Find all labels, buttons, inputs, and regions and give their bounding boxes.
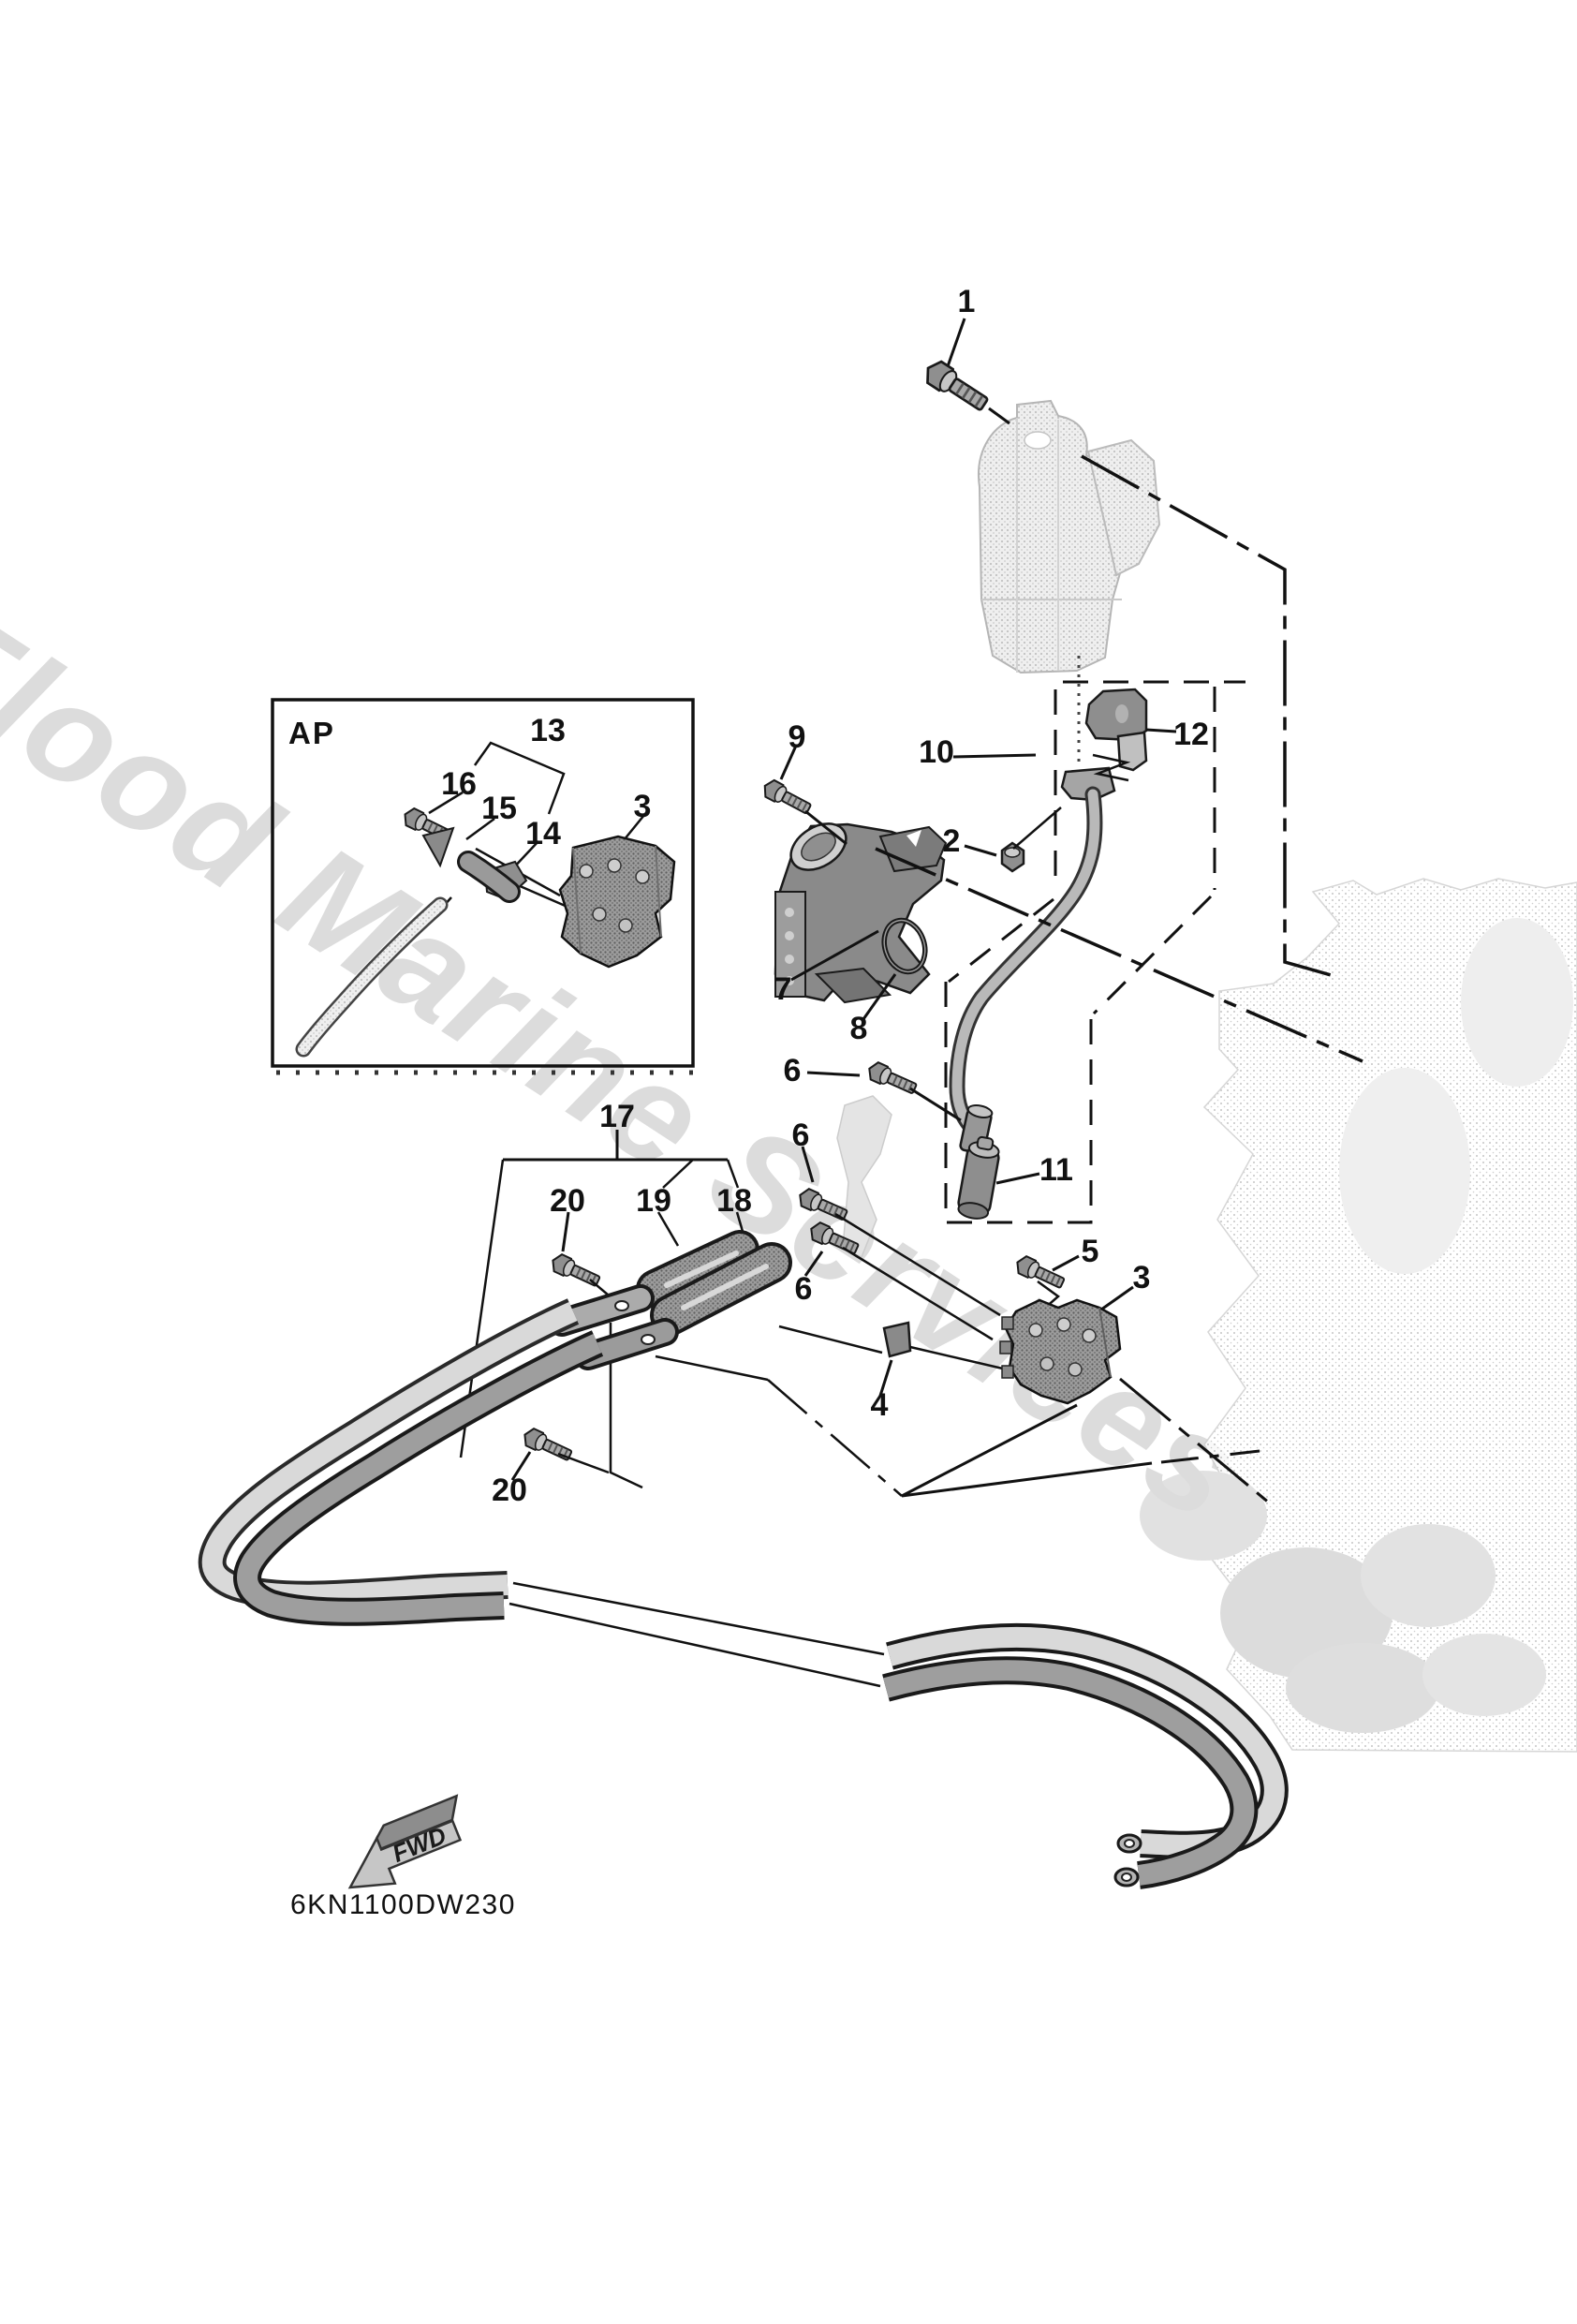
bolt-20a <box>548 1211 615 1301</box>
callout-6a: 6 <box>783 1053 802 1088</box>
callout-10: 10 <box>919 734 954 770</box>
dashed-box-middle <box>944 982 1093 1224</box>
lug-locator-line <box>767 1379 903 1497</box>
bracket-ghost <box>836 1095 892 1259</box>
bolt-axis-line <box>834 1212 1001 1317</box>
callout-12: 12 <box>1173 717 1209 752</box>
washer-15 <box>421 826 455 868</box>
drawing-number: 6KN1100DW230 <box>290 1889 516 1920</box>
callout-2: 2 <box>942 823 961 859</box>
callout-7: 7 <box>774 971 792 1007</box>
callout-15: 15 <box>481 791 517 826</box>
bolt-9 <box>759 745 847 846</box>
nut-2 <box>1000 807 1062 873</box>
cable-group-17 <box>198 1130 1289 1889</box>
callout-6c: 6 <box>794 1271 813 1307</box>
bolt-6a <box>806 1058 962 1122</box>
bolt-6c <box>803 1219 862 1277</box>
o-ring-8 <box>881 917 928 975</box>
housing-7 <box>774 822 948 1004</box>
inset-title: AP <box>288 716 335 750</box>
callout-3ap: 3 <box>633 789 652 824</box>
fwd-arrow: FWD <box>347 1794 463 1889</box>
leader-7 <box>790 929 879 982</box>
callout-8: 8 <box>849 1011 868 1046</box>
relay-block-3-inset <box>558 835 676 969</box>
clip-4 <box>778 1321 1008 1397</box>
bolt-20b <box>510 1425 610 1481</box>
bolt-1 <box>920 318 1010 425</box>
starter-locator-line <box>1081 454 1342 980</box>
hose-assembly-10 <box>949 656 1116 1220</box>
engine-block-ghost <box>1140 878 1577 1753</box>
ap-inset-box <box>271 698 695 1075</box>
leader-8 <box>862 973 897 1020</box>
callout-20b: 20 <box>492 1473 527 1508</box>
housing-locator-line <box>875 847 1363 1063</box>
relay-block-3 <box>999 1285 1134 1405</box>
bolt-6b <box>795 1146 850 1225</box>
leader-2 <box>964 844 997 857</box>
block-locator-line <box>1160 1449 1260 1464</box>
callout-18: 18 <box>716 1183 752 1219</box>
joint-11 <box>957 1135 1000 1220</box>
leader-11 <box>995 1172 1040 1185</box>
callout-1: 1 <box>957 284 976 319</box>
lug-locator-line <box>655 1354 769 1382</box>
callout-19: 19 <box>636 1183 671 1219</box>
callout-3: 3 <box>1132 1260 1151 1295</box>
leader-12 <box>1145 728 1177 733</box>
bolt-axis-line <box>842 1246 994 1341</box>
callout-17: 17 <box>599 1099 635 1134</box>
terminal-cap-12 <box>1084 688 1148 782</box>
callout-20a: 20 <box>550 1183 585 1219</box>
block-locator-line <box>1119 1377 1276 1510</box>
callout-4: 4 <box>870 1387 889 1423</box>
callout-16: 16 <box>441 766 477 802</box>
callout-5: 5 <box>1081 1234 1099 1269</box>
block-locator-line <box>901 1403 1153 1498</box>
callout-14: 14 <box>525 816 561 851</box>
callout-11: 11 <box>1039 1152 1073 1188</box>
callout-9: 9 <box>788 719 806 755</box>
starter-motor-ghost <box>978 399 1161 674</box>
leader-10 <box>952 753 1037 759</box>
callout-13: 13 <box>530 713 566 748</box>
callout-6b: 6 <box>791 1118 810 1153</box>
